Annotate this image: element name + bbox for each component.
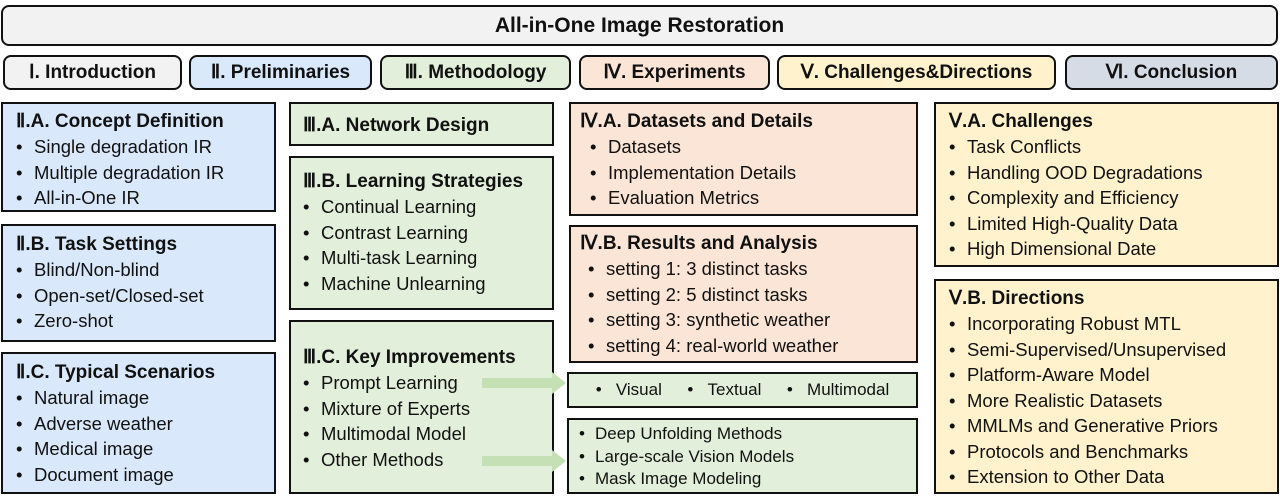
results-analysis-heading: Ⅳ.B. Results and Analysis bbox=[580, 233, 818, 254]
list-item: Prompt Learning bbox=[303, 370, 552, 396]
tab-conclusion: Ⅵ. Conclusion bbox=[1065, 55, 1278, 90]
list-item: Open-set/Closed-set bbox=[16, 283, 274, 309]
tab-preliminaries: Ⅱ. Preliminaries bbox=[189, 55, 372, 90]
list-item: Multi-task Learning bbox=[303, 245, 552, 271]
list-item: Implementation Details bbox=[580, 160, 916, 186]
list-item: Single degradation IR bbox=[16, 134, 274, 160]
datasets-details-list: Datasets Implementation Details Evaluati… bbox=[580, 134, 916, 211]
list-item: Complexity and Efficiency bbox=[949, 185, 1277, 211]
list-item: setting 1: 3 distinct tasks bbox=[580, 256, 916, 282]
key-improvements-list: Prompt Learning Mixture of Experts Multi… bbox=[303, 370, 552, 472]
list-item: Contrast Learning bbox=[303, 220, 552, 246]
list-item: Zero-shot bbox=[16, 308, 274, 334]
directions-list: Incorporating Robust MTL Semi-Supervised… bbox=[949, 311, 1277, 490]
tab-methodology: Ⅲ. Methodology bbox=[380, 55, 571, 90]
learning-strategies-heading: Ⅲ.B. Learning Strategies bbox=[303, 171, 524, 192]
challenges-heading: Ⅴ.A. Challenges bbox=[949, 111, 1093, 132]
datasets-details-box: Ⅳ.A. Datasets and Details Datasets Imple… bbox=[569, 102, 918, 216]
list-item: All-in-One IR bbox=[16, 185, 274, 211]
tab-challenges-directions: Ⅴ. Challenges&Directions bbox=[777, 55, 1056, 90]
prompt-type-visual: • Visual bbox=[595, 380, 662, 399]
list-item: MMLMs and Generative Priors bbox=[949, 413, 1277, 439]
prompt-type-multimodal: • Multimodal bbox=[786, 380, 890, 399]
list-item: More Realistic Datasets bbox=[949, 388, 1277, 414]
list-item: setting 3: synthetic weather bbox=[580, 307, 916, 333]
prompt-learning-arrow bbox=[482, 372, 566, 394]
list-item: Other Methods bbox=[303, 447, 552, 473]
datasets-details-heading: Ⅳ.A. Datasets and Details bbox=[580, 111, 813, 132]
other-methods-arrow bbox=[482, 450, 566, 472]
learning-strategies-list: Continual Learning Contrast Learning Mul… bbox=[303, 194, 552, 296]
list-item: Datasets bbox=[580, 134, 916, 160]
network-design-heading: Ⅲ.A. Network Design bbox=[303, 115, 490, 136]
learning-strategies-box: Ⅲ.B. Learning Strategies Continual Learn… bbox=[289, 156, 554, 310]
list-item: Evaluation Metrics bbox=[580, 185, 916, 211]
list-item: Adverse weather bbox=[16, 411, 274, 437]
task-settings-heading: Ⅱ.B. Task Settings bbox=[16, 234, 178, 255]
prompt-type-textual: • Textual bbox=[687, 380, 762, 399]
list-item: Task Conflicts bbox=[949, 134, 1277, 160]
concept-definition-box: Ⅱ.A. Concept Definition Single degradati… bbox=[1, 102, 276, 212]
list-item: Limited High-Quality Data bbox=[949, 211, 1277, 237]
list-item: Deep Unfolding Methods bbox=[579, 423, 916, 446]
results-analysis-list: setting 1: 3 distinct tasks setting 2: 5… bbox=[580, 256, 916, 358]
list-item: Protocols and Benchmarks bbox=[949, 439, 1277, 465]
list-item: High Dimensional Date bbox=[949, 236, 1277, 262]
directions-heading: Ⅴ.B. Directions bbox=[949, 288, 1085, 309]
list-item: Semi-Supervised/Unsupervised bbox=[949, 337, 1277, 363]
list-item: Mask Image Modeling bbox=[579, 468, 916, 491]
other-methods-box: Deep Unfolding Methods Large-scale Visio… bbox=[567, 418, 918, 494]
concept-definition-heading: Ⅱ.A. Concept Definition bbox=[16, 111, 224, 132]
list-item: Medical image bbox=[16, 436, 274, 462]
list-item: Platform-Aware Model bbox=[949, 362, 1277, 388]
directions-box: Ⅴ.B. Directions Incorporating Robust MTL… bbox=[934, 279, 1279, 494]
tab-introduction: Ⅰ. Introduction bbox=[3, 55, 182, 90]
list-item: Natural image bbox=[16, 385, 274, 411]
diagram-title: All-in-One Image Restoration bbox=[1, 5, 1278, 46]
list-item: Multiple degradation IR bbox=[16, 160, 274, 186]
list-item: Mixture of Experts bbox=[303, 396, 552, 422]
list-item: Document image bbox=[16, 462, 274, 488]
list-item: Machine Unlearning bbox=[303, 271, 552, 297]
list-item: Blind/Non-blind bbox=[16, 257, 274, 283]
typical-scenarios-heading: Ⅱ.C. Typical Scenarios bbox=[16, 362, 216, 383]
results-analysis-box: Ⅳ.B. Results and Analysis setting 1: 3 d… bbox=[569, 225, 918, 363]
network-design-box: Ⅲ.A. Network Design bbox=[289, 102, 554, 146]
list-item: Extension to Other Data bbox=[949, 464, 1277, 490]
list-item: Incorporating Robust MTL bbox=[949, 311, 1277, 337]
list-item: Handling OOD Degradations bbox=[949, 160, 1277, 186]
list-item: setting 4: real-world weather bbox=[580, 333, 916, 359]
tab-experiments: Ⅳ. Experiments bbox=[579, 55, 770, 90]
list-item: Multimodal Model bbox=[303, 421, 552, 447]
typical-scenarios-box: Ⅱ.C. Typical Scenarios Natural image Adv… bbox=[1, 352, 276, 494]
key-improvements-heading: Ⅲ.C. Key Improvements bbox=[303, 347, 516, 368]
list-item: setting 2: 5 distinct tasks bbox=[580, 282, 916, 308]
list-item: Large-scale Vision Models bbox=[579, 446, 916, 469]
challenges-list: Task Conflicts Handling OOD Degradations… bbox=[949, 134, 1277, 262]
challenges-box: Ⅴ.A. Challenges Task Conflicts Handling … bbox=[934, 102, 1279, 267]
task-settings-box: Ⅱ.B. Task Settings Blind/Non-blind Open-… bbox=[1, 224, 276, 342]
typical-scenarios-list: Natural image Adverse weather Medical im… bbox=[16, 385, 274, 487]
list-item: Continual Learning bbox=[303, 194, 552, 220]
concept-definition-list: Single degradation IR Multiple degradati… bbox=[16, 134, 274, 211]
key-improvements-box: Ⅲ.C. Key Improvements Prompt Learning Mi… bbox=[289, 320, 554, 494]
task-settings-list: Blind/Non-blind Open-set/Closed-set Zero… bbox=[16, 257, 274, 334]
other-methods-list: Deep Unfolding Methods Large-scale Visio… bbox=[579, 423, 916, 491]
prompt-types-box: • Visual • Textual • Multimodal bbox=[567, 372, 918, 408]
